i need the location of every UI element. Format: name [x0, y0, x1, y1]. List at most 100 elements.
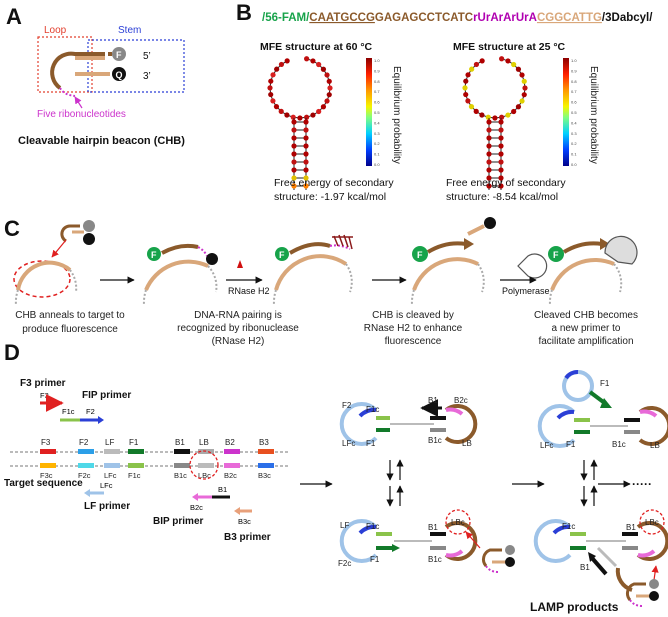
- svg-text:RNase H2 to enhance: RNase H2 to enhance: [364, 323, 463, 334]
- segment-label: B3: [259, 438, 269, 447]
- colorbar-60: [366, 58, 372, 166]
- target-segment: [40, 463, 56, 468]
- nucleotide: [284, 112, 290, 118]
- colorbar-tick: 0.9: [571, 68, 577, 73]
- quencher-icon: [112, 67, 126, 81]
- colorbar-tick: 0.0: [571, 162, 577, 167]
- hairpin-loop-strand: [50, 51, 105, 90]
- energy-60-line1: Free energy of secondary: [274, 177, 394, 189]
- nucleotide: [519, 98, 525, 104]
- lf-primer-label: LF primer: [84, 501, 130, 512]
- svg-text:F3: F3: [40, 391, 49, 400]
- target-segment: [198, 463, 214, 468]
- step3-fam-icon: [275, 247, 289, 261]
- nucleotide: [291, 175, 297, 181]
- step3-caption: CHB is cleaved by RNase H2 to enhance fl…: [364, 310, 463, 347]
- svg-text:LB: LB: [462, 439, 472, 448]
- lf-primer-arrow: [84, 489, 90, 497]
- svg-text:F1: F1: [370, 555, 380, 564]
- polymerase-icon: [517, 253, 548, 279]
- svg-text:F1: F1: [600, 379, 610, 388]
- panel-letter-d: D: [4, 340, 20, 365]
- nucleotide: [320, 66, 327, 72]
- nucleotide: [326, 78, 332, 84]
- continuation-dots: ·····: [632, 477, 652, 491]
- nucleotide: [303, 143, 309, 149]
- nucleotide: [499, 56, 505, 62]
- panel-c: F RNase H2 F F: [13, 217, 638, 347]
- nucleotide: [291, 119, 297, 125]
- nucleotide: [291, 151, 297, 157]
- nucleotide: [473, 61, 480, 68]
- step4-fam-icon: [412, 246, 428, 262]
- segment-label: B2: [225, 438, 235, 447]
- step4-quencher-icon: [484, 217, 496, 229]
- colorbar-tick: 0.0: [374, 162, 380, 167]
- nucleotide: [270, 98, 276, 104]
- colorbar-tick: 0.6: [571, 100, 577, 105]
- nucleotide: [270, 72, 276, 78]
- rnase-cleavage-marks: [332, 234, 353, 250]
- step5-fam-icon: [548, 246, 564, 262]
- mfe-structure-25: [462, 56, 528, 190]
- colorbar-tick: 0.1: [571, 152, 577, 157]
- segment-label: LFc: [104, 471, 117, 480]
- segment-label: B1: [175, 438, 185, 447]
- nucleotide: [291, 183, 297, 189]
- svg-text:(RNase H2): (RNase H2): [212, 336, 265, 347]
- ribonucleotide-label: Five ribonucleotides: [37, 109, 126, 120]
- svg-text:F1: F1: [366, 439, 376, 448]
- svg-text:CHB anneals to target to: CHB anneals to target to: [15, 310, 125, 321]
- svg-text:LFc: LFc: [342, 439, 355, 448]
- step2-fam-icon: [147, 247, 161, 261]
- nucleotide: [284, 58, 290, 64]
- nucleotide: [485, 114, 491, 120]
- svg-text:LB: LB: [650, 441, 660, 450]
- lamp-product-2: F1c B1 LBc B1: [533, 509, 668, 607]
- svg-text:F2c: F2c: [338, 559, 351, 568]
- svg-text:F: F: [151, 250, 157, 260]
- rnase-h2-icon: [237, 260, 243, 268]
- nucleotide: [304, 114, 310, 120]
- svg-text:Cleaved CHB becomes: Cleaved CHB becomes: [534, 310, 638, 321]
- colorbar-tick: 0.1: [374, 152, 380, 157]
- nucleotide: [465, 98, 471, 104]
- nucleotide: [498, 119, 504, 125]
- svg-text:B1: B1: [218, 485, 227, 494]
- svg-text:LFc: LFc: [100, 481, 113, 490]
- segment-label: LF: [105, 438, 114, 447]
- chb-sequence: /56-FAM/CAATGCCGGAGAGCCTCATCrUrArArUrACG…: [262, 12, 653, 24]
- target-segment: [104, 449, 120, 454]
- target-segment: [128, 463, 144, 468]
- svg-text:recognized by ribonuclease: recognized by ribonuclease: [177, 323, 299, 334]
- colorbar-tick: 0.3: [374, 131, 380, 136]
- nucleotide: [304, 56, 310, 62]
- nucleotide: [498, 159, 504, 165]
- nucleotide: [278, 108, 284, 114]
- nucleotide: [519, 72, 525, 78]
- colorbar-tick: 0.9: [374, 68, 380, 73]
- svg-text:B1c: B1c: [428, 555, 442, 564]
- nucleotide: [290, 114, 296, 120]
- svg-text:B1: B1: [428, 396, 438, 405]
- step4-caption: Cleaved CHB becomes a new primer to faci…: [534, 310, 638, 347]
- colorbar-label-25: Equilibrium probability: [588, 66, 599, 164]
- target-segment: [174, 449, 190, 454]
- three-prime-label: 3’: [143, 71, 151, 82]
- segment-label: B1c: [174, 471, 187, 480]
- stem-box: [87, 39, 185, 93]
- target-segment: [224, 449, 240, 454]
- svg-text:B2c: B2c: [454, 396, 468, 405]
- nucleotide: [303, 127, 309, 133]
- five-prime-label: 5’: [143, 51, 151, 62]
- panel-letter-c: C: [4, 216, 20, 241]
- nucleotide: [479, 112, 485, 118]
- step1-fluorophore-icon: [83, 220, 95, 232]
- polymerase-bound-icon: [604, 235, 638, 265]
- svg-text:fluorescence: fluorescence: [385, 336, 442, 347]
- nucleotide: [324, 72, 330, 78]
- target-segment: [258, 463, 274, 468]
- segment-label: F2: [79, 438, 89, 447]
- nucleotide: [310, 58, 316, 64]
